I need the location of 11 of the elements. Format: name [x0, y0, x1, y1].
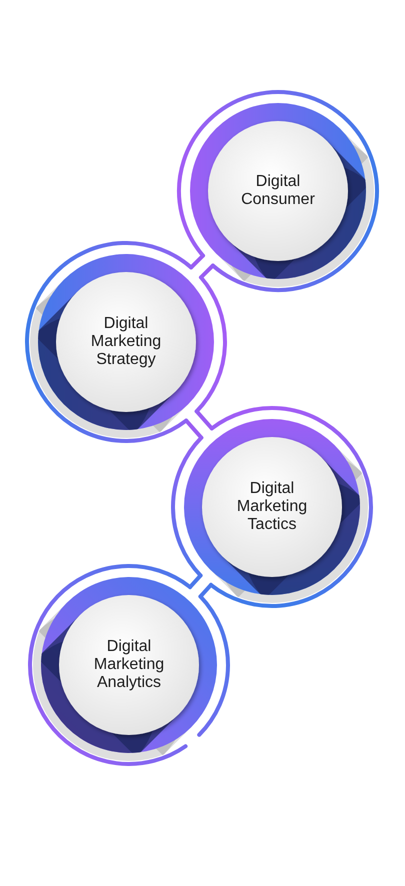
connector-line [184, 409, 214, 440]
node-label: Digital Marketing Strategy [90, 315, 162, 369]
circle-node [26, 562, 232, 768]
circle-node [23, 239, 229, 445]
connector-line [189, 254, 215, 280]
node-label: Digital Marketing Tactics [236, 480, 308, 534]
node-label: Digital Consumer [240, 173, 316, 209]
circle-node [169, 404, 375, 610]
circle-node [175, 88, 381, 294]
node-label: Digital Marketing Analytics [92, 638, 166, 692]
connector-line [188, 574, 213, 598]
